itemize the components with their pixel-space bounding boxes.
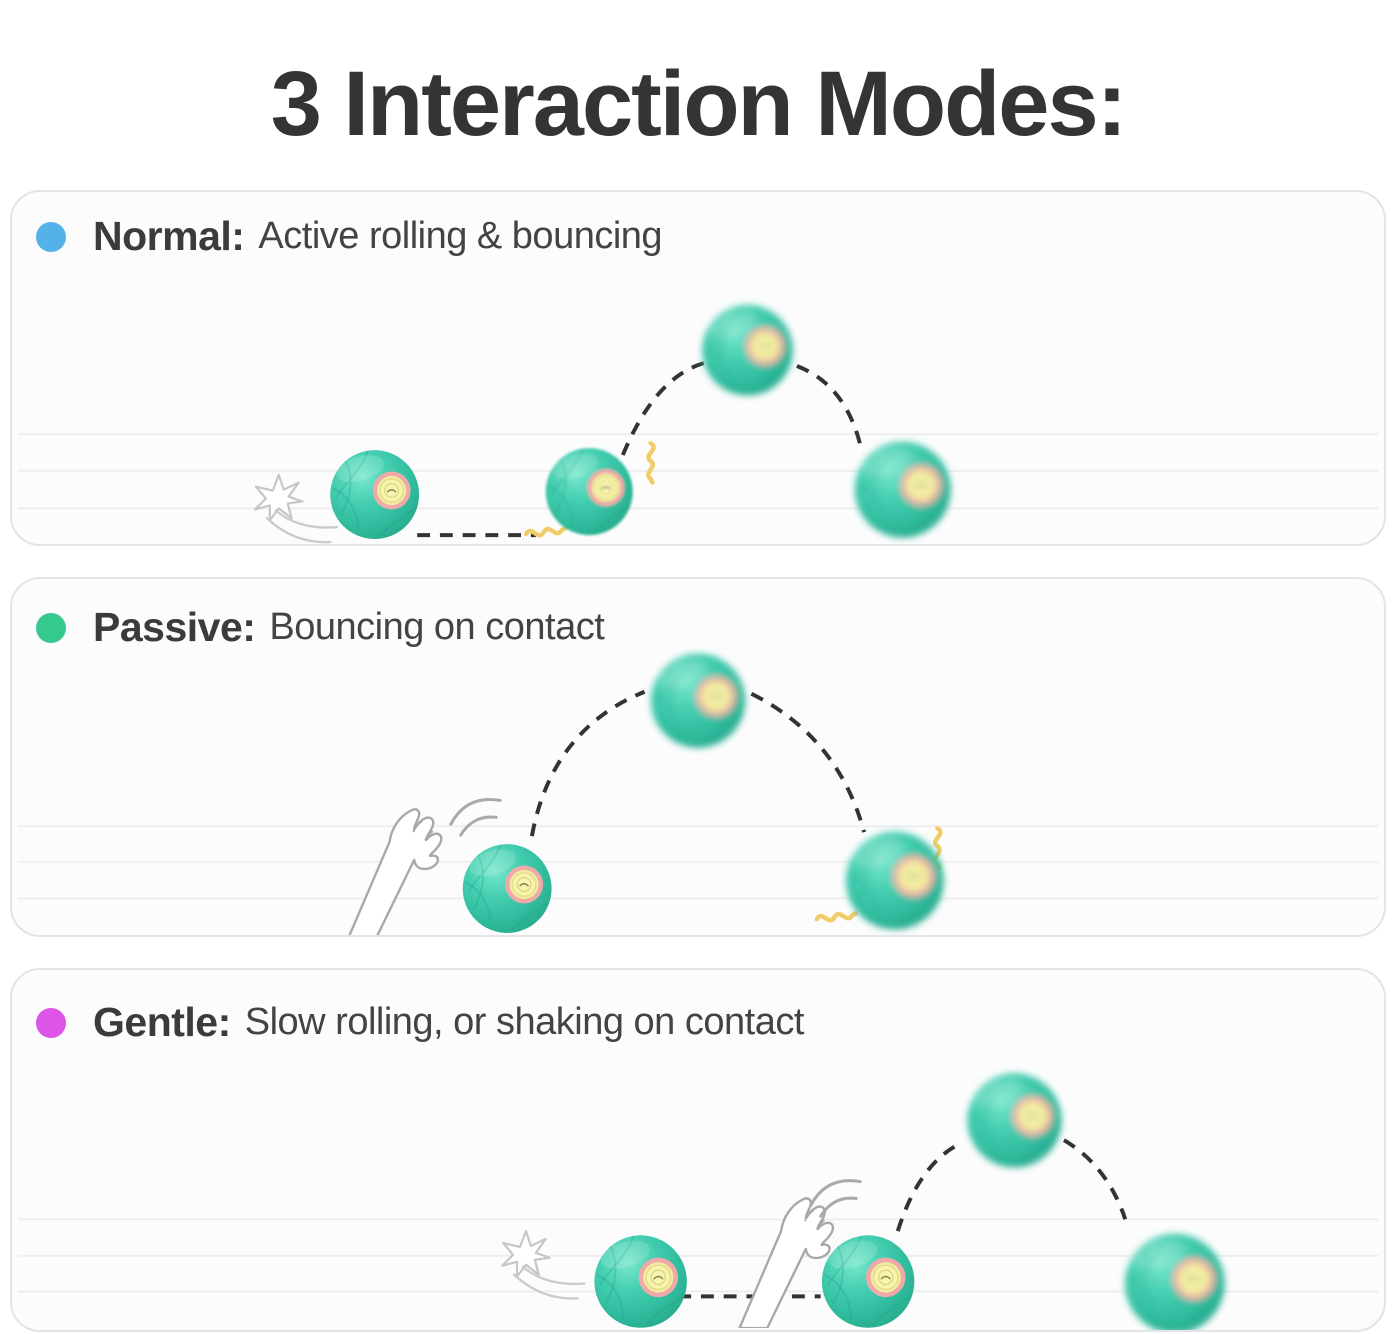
smart-ball <box>593 1234 688 1329</box>
bounce-trajectory <box>678 1138 1128 1299</box>
smart-ball-blurred <box>701 303 794 397</box>
mode-header: Normal: Active rolling & bouncing <box>36 213 663 260</box>
mode-label: Passive: <box>93 604 256 650</box>
motion-arcs-icon <box>449 798 502 837</box>
cat-paw-icon <box>346 808 443 935</box>
smart-ball <box>329 449 420 540</box>
smart-ball <box>544 447 634 536</box>
bounce-trajectory-arc <box>1062 1138 1128 1220</box>
smart-ball <box>461 843 553 934</box>
bounce-trajectory-arc <box>895 1140 964 1232</box>
mode-color-dot <box>36 221 66 252</box>
smart-ball-blurred <box>649 652 747 749</box>
paw-swipe-icon <box>500 1229 586 1300</box>
cat-paw-icon <box>738 1197 835 1329</box>
mode-header: Passive: Bouncing on contact <box>36 604 605 651</box>
mode-panel-normal: Normal: Active rolling & bouncing <box>10 190 1386 546</box>
bounce-trajectory <box>529 689 867 837</box>
bounce-trajectory-arc <box>796 364 865 454</box>
mode-panel-passive: Passive: Bouncing on contact <box>10 577 1386 937</box>
smart-ball <box>820 1234 916 1329</box>
normal-mode-illustration <box>17 303 1379 544</box>
vibration-squiggle-icon <box>817 913 857 920</box>
bounce-trajectory-arc <box>529 689 646 837</box>
passive-mode-illustration <box>17 652 1379 935</box>
floor-lines <box>17 825 1379 900</box>
bounce-trajectory-arc <box>750 691 867 833</box>
smart-ball-blurred <box>844 830 945 931</box>
smart-ball-blurred <box>966 1072 1063 1169</box>
bounce-trajectory <box>417 360 865 538</box>
smart-ball-blurred <box>853 440 952 539</box>
mode-label: Normal: <box>93 213 245 259</box>
mode-description: Active rolling & bouncing <box>258 215 663 257</box>
mode-color-dot <box>36 1007 66 1038</box>
mode-description: Bouncing on contact <box>269 606 605 648</box>
vibration-squiggle-icon <box>648 443 653 483</box>
gentle-mode-illustration <box>17 1072 1379 1330</box>
floor-lines <box>17 433 1379 510</box>
page-title: 3 Interaction Modes: <box>270 52 1128 155</box>
bounce-trajectory-arc <box>621 360 709 456</box>
smart-ball-blurred <box>1123 1232 1226 1330</box>
mode-label: Gentle: <box>93 999 231 1045</box>
mode-color-dot <box>36 612 66 643</box>
mode-description: Slow rolling, or shaking on contact <box>244 1001 805 1043</box>
mode-panel-gentle: Gentle: Slow rolling, or shaking on cont… <box>10 968 1386 1332</box>
mode-header: Gentle: Slow rolling, or shaking on cont… <box>36 999 804 1046</box>
